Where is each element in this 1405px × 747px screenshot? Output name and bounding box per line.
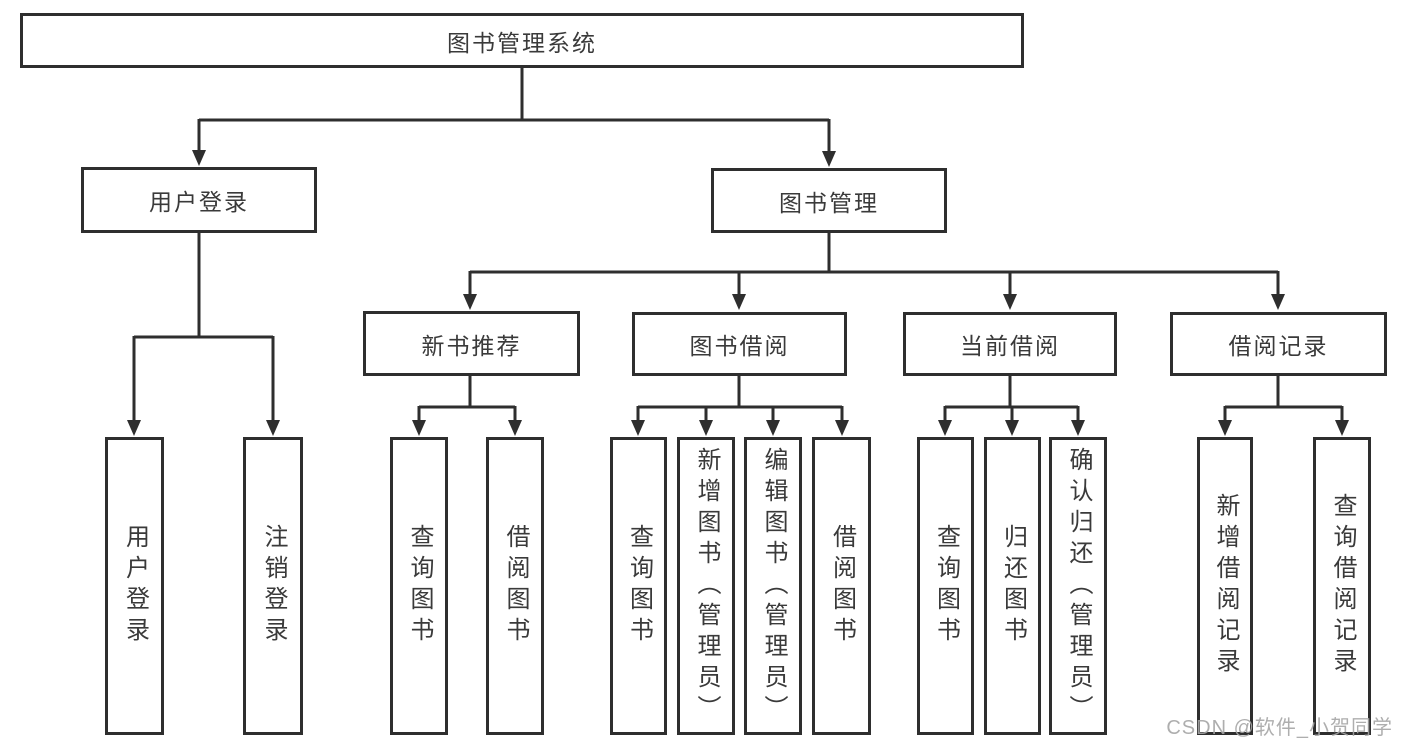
leaf-query-books-current: 查询图书 [917, 437, 974, 735]
leaf-user-login: 用户登录 [105, 437, 164, 735]
leaf-borrow-books-label: 借阅图书 [828, 524, 856, 648]
node-book-borrow: 图书借阅 [632, 312, 847, 376]
node-new-book-recommend: 新书推荐 [363, 311, 580, 376]
node-current-borrow: 当前借阅 [903, 312, 1117, 376]
node-user-login-label: 用户登录 [149, 189, 249, 215]
node-user-login: 用户登录 [81, 167, 317, 233]
node-book-borrow-label: 图书借阅 [689, 333, 790, 359]
leaf-user-login-label: 用户登录 [121, 524, 149, 648]
leaf-query-books-current-label: 查询图书 [932, 524, 960, 648]
leaf-logout-label: 注销登录 [260, 524, 287, 648]
leaf-return-book: 归还图书 [984, 437, 1041, 735]
node-root-label: 图书管理系统 [447, 29, 597, 56]
leaf-query-borrow-record: 查询借阅记录 [1313, 437, 1371, 735]
node-current-borrow-label: 当前借阅 [960, 333, 1060, 359]
leaf-query-borrow-record-label: 查询借阅记录 [1329, 493, 1356, 679]
node-book-management-label: 图书管理 [779, 189, 879, 216]
leaf-confirm-return-admin: 确认归还（管理员） [1049, 437, 1107, 735]
leaf-return-book-label: 归还图书 [999, 524, 1027, 648]
leaf-query-books-recommend-label: 查询图书 [406, 524, 433, 648]
node-root: 图书管理系统 [20, 13, 1024, 68]
node-borrow-records: 借阅记录 [1170, 312, 1387, 376]
node-book-management: 图书管理 [711, 168, 947, 233]
leaf-borrow-books: 借阅图书 [812, 437, 871, 735]
leaf-logout: 注销登录 [243, 437, 303, 735]
leaf-add-book-admin-label: 新增图书（管理员） [693, 446, 720, 726]
csdn-watermark: CSDN @软件_小贺同学 [1166, 717, 1393, 739]
leaf-borrow-books-recommend: 借阅图书 [486, 437, 544, 735]
leaf-borrow-books-recommend-label: 借阅图书 [502, 524, 529, 648]
node-borrow-records-label: 借阅记录 [1228, 333, 1329, 359]
leaf-add-book-admin: 新增图书（管理员） [677, 437, 735, 735]
leaf-edit-book-admin-label: 编辑图书（管理员） [760, 446, 787, 726]
leaf-edit-book-admin: 编辑图书（管理员） [744, 437, 802, 735]
leaf-query-books-recommend: 查询图书 [390, 437, 448, 735]
leaf-add-borrow-record: 新增借阅记录 [1197, 437, 1253, 735]
leaf-query-books-borrow: 查询图书 [610, 437, 667, 735]
leaf-confirm-return-admin-label: 确认归还（管理员） [1065, 446, 1092, 726]
leaf-query-books-borrow-label: 查询图书 [625, 524, 653, 648]
leaf-add-borrow-record-label: 新增借阅记录 [1212, 493, 1239, 679]
node-new-book-recommend-label: 新书推荐 [421, 332, 522, 359]
